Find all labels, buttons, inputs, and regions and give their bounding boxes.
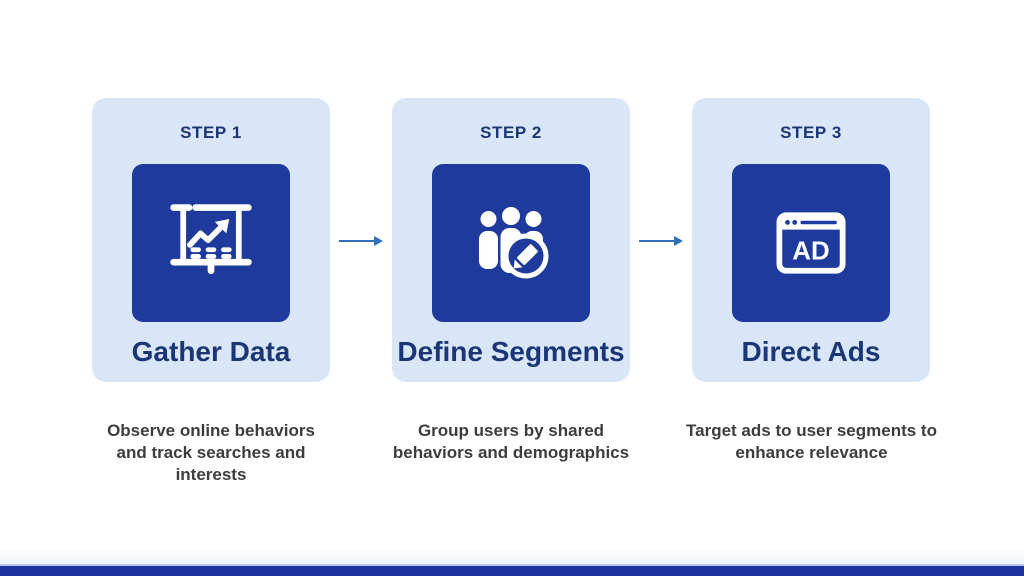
step-card-1: STEP 1 Gat	[92, 98, 330, 382]
gather-data-icon-tile	[132, 164, 290, 322]
ad-browser-icon: AD	[776, 212, 846, 274]
presentation-chart-icon	[170, 204, 252, 275]
ad-label: AD	[792, 237, 829, 265]
step-label: STEP 1	[180, 123, 242, 142]
footer-bar	[0, 566, 1024, 576]
step-title: Gather Data	[131, 336, 291, 367]
step-label: STEP 3	[780, 123, 842, 142]
step-description-3: Target ads to user segments to enhance r…	[686, 421, 937, 462]
define-segments-icon-tile	[432, 164, 590, 322]
step-title: Define Segments	[397, 336, 625, 367]
step-card-2: STEP 2 Define Segments	[392, 98, 630, 382]
step-card-3: STEP 3 AD Direct Ads	[692, 98, 930, 382]
user-group-edit-icon	[479, 207, 549, 279]
arrow-right-icon	[639, 236, 683, 246]
step-label: STEP 2	[480, 123, 542, 142]
direct-ads-icon-tile: AD	[732, 164, 890, 322]
step-description-1: Observe online behaviors and track searc…	[107, 421, 315, 484]
step-title: Direct Ads	[741, 336, 881, 367]
step-description-2: Group users by shared behaviors and demo…	[392, 421, 630, 462]
footer-fade	[0, 548, 1024, 564]
footer-accent-line	[0, 564, 1024, 566]
arrow-right-icon	[339, 236, 383, 246]
